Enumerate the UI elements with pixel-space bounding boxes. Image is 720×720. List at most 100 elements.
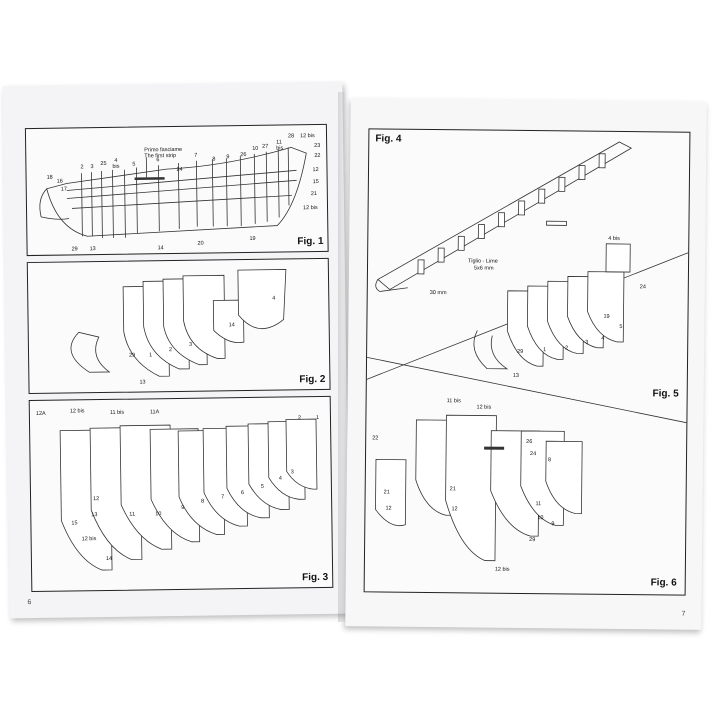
svg-text:12 bis: 12 bis: [495, 567, 510, 573]
fig5-label: Fig. 5: [652, 388, 679, 400]
svg-text:4: 4: [601, 336, 604, 342]
svg-text:29: 29: [72, 246, 78, 252]
svg-text:11: 11: [276, 140, 282, 146]
svg-text:bis: bis: [112, 164, 119, 170]
svg-text:14: 14: [106, 556, 112, 562]
fig1-label: Fig. 1: [297, 235, 324, 248]
svg-text:3: 3: [291, 469, 294, 475]
svg-text:5: 5: [619, 324, 622, 330]
svg-text:1: 1: [316, 415, 319, 421]
svg-text:12 bis: 12 bis: [70, 408, 85, 414]
svg-text:12 bis: 12 bis: [300, 133, 315, 139]
svg-text:3: 3: [189, 342, 192, 348]
svg-text:8: 8: [548, 457, 551, 463]
svg-text:24: 24: [640, 284, 646, 290]
svg-text:18: 18: [47, 175, 53, 181]
svg-text:1: 1: [149, 352, 152, 358]
fig3-label: Fig. 3: [301, 571, 329, 584]
svg-text:7: 7: [221, 494, 224, 500]
svg-text:12 bis: 12 bis: [82, 536, 97, 542]
svg-text:20: 20: [197, 241, 203, 247]
fig6-label: Fig. 6: [650, 577, 677, 589]
svg-text:26: 26: [240, 152, 246, 158]
svg-text:10: 10: [155, 511, 161, 517]
svg-text:15: 15: [71, 520, 77, 526]
svg-text:24: 24: [530, 451, 536, 457]
svg-text:13: 13: [139, 379, 145, 385]
svg-text:28: 28: [288, 133, 294, 139]
svg-text:12: 12: [312, 167, 318, 173]
svg-text:14: 14: [158, 245, 164, 251]
svg-text:11: 11: [129, 512, 135, 518]
left-page: Primo fasciame The first strip 18 16 17 …: [2, 81, 350, 619]
svg-text:2: 2: [80, 164, 83, 170]
svg-text:16: 16: [57, 179, 63, 185]
svg-text:11A: 11A: [150, 409, 160, 415]
svg-text:4 bis: 4 bis: [608, 236, 620, 242]
svg-text:3: 3: [90, 164, 93, 170]
svg-text:22: 22: [372, 435, 378, 441]
svg-text:8: 8: [201, 499, 204, 505]
svg-text:Tiglio - Lime: Tiglio - Lime: [468, 258, 498, 264]
svg-text:12: 12: [451, 506, 457, 512]
svg-text:11 bis: 11 bis: [110, 410, 125, 416]
svg-text:2: 2: [565, 345, 568, 351]
svg-text:14: 14: [229, 322, 235, 328]
svg-text:2: 2: [298, 415, 301, 421]
fig4-label: Fig. 4: [375, 133, 402, 145]
svg-text:8: 8: [212, 156, 215, 162]
svg-text:25: 25: [100, 161, 106, 167]
svg-text:9: 9: [551, 521, 554, 527]
svg-text:13: 13: [90, 246, 96, 252]
svg-text:4: 4: [114, 158, 117, 164]
svg-text:21: 21: [384, 490, 390, 496]
svg-text:21: 21: [450, 486, 456, 492]
svg-text:29: 29: [529, 537, 535, 543]
left-page-number: 6: [27, 599, 32, 607]
svg-text:10: 10: [252, 146, 258, 152]
svg-text:bis: bis: [276, 145, 283, 151]
svg-text:23: 23: [314, 143, 320, 149]
svg-text:1: 1: [543, 347, 546, 353]
svg-text:22: 22: [314, 153, 320, 159]
svg-text:6: 6: [156, 157, 159, 163]
svg-text:12A: 12A: [36, 411, 46, 417]
svg-text:5: 5: [132, 162, 135, 168]
svg-text:5x6 mm: 5x6 mm: [474, 265, 494, 271]
right-page-number: 7: [681, 610, 686, 618]
fig2-panel: 29 1 2 3 14 4 13 Fig. 2: [26, 257, 331, 395]
svg-text:12: 12: [93, 496, 99, 502]
svg-text:29: 29: [129, 353, 135, 359]
fig2-label: Fig. 2: [299, 373, 326, 386]
svg-text:27: 27: [262, 144, 268, 150]
svg-text:12 bis: 12 bis: [477, 404, 492, 410]
svg-text:Primo fasciame: Primo fasciame: [144, 147, 182, 154]
svg-text:4: 4: [272, 296, 275, 302]
svg-text:24: 24: [176, 167, 182, 173]
svg-text:30 mm: 30 mm: [430, 290, 447, 296]
svg-text:15: 15: [313, 179, 319, 185]
svg-text:9: 9: [181, 505, 184, 511]
svg-text:2: 2: [169, 347, 172, 353]
svg-text:13: 13: [91, 512, 97, 518]
svg-text:6: 6: [241, 490, 244, 496]
svg-text:7: 7: [194, 153, 197, 159]
svg-text:17: 17: [61, 187, 67, 193]
svg-text:The first strip: The first strip: [144, 153, 176, 159]
svg-text:29: 29: [517, 349, 523, 355]
svg-text:19: 19: [249, 236, 255, 242]
fig2-frames-drawing: 29 1 2 3 14 4 13: [70, 269, 287, 386]
svg-text:4: 4: [279, 476, 282, 482]
svg-text:9: 9: [226, 154, 229, 160]
svg-text:10: 10: [537, 515, 543, 521]
svg-text:26: 26: [526, 439, 532, 445]
svg-text:11 bis: 11 bis: [447, 398, 462, 404]
svg-text:13: 13: [513, 373, 519, 379]
fig1-panel: Primo fasciame The first strip 18 16 17 …: [24, 123, 329, 257]
